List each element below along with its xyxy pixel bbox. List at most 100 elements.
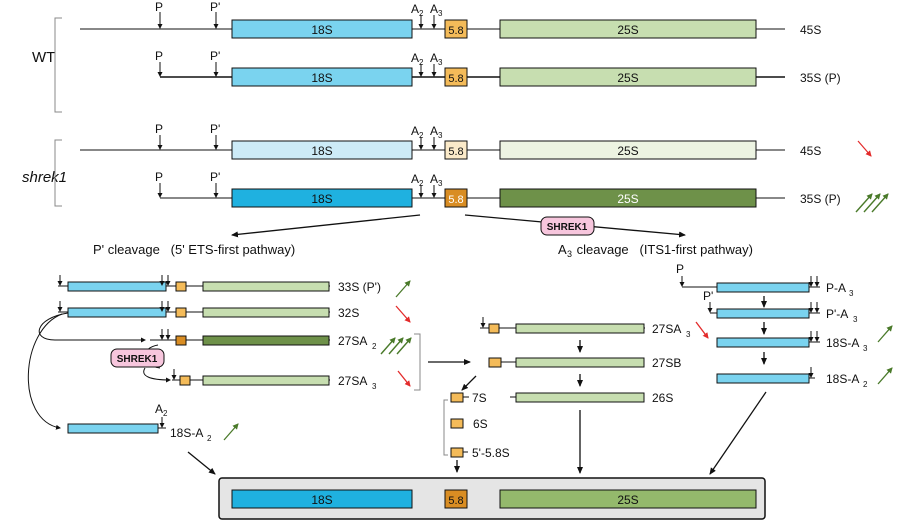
intermediate-18s-a3 bbox=[716, 331, 820, 348]
decrease-arrow-icon bbox=[695, 321, 709, 339]
label-27sa3-left: 27SA bbox=[338, 374, 367, 388]
site-a2-label: A bbox=[411, 172, 419, 186]
rrna-58s-box bbox=[444, 67, 468, 87]
rrna-18s-label: 18S bbox=[311, 144, 332, 158]
label-7s: 7S bbox=[472, 391, 487, 405]
rrna-58s-label: 5.8 bbox=[448, 73, 463, 85]
shrek1-small-badge-label: SHREK1 bbox=[117, 354, 158, 365]
branch-curve bbox=[27, 313, 63, 430]
increase-arrow-icon bbox=[395, 280, 411, 298]
label-33s: 33S (P') bbox=[338, 280, 381, 294]
site-a3-label: A bbox=[430, 51, 438, 65]
intermediate-33s bbox=[57, 275, 330, 292]
rrna-18s-label: 18S bbox=[311, 192, 332, 206]
mutant-35s-transcript: 18S 5.8 25S P P' A 2 A 3 bbox=[155, 170, 785, 208]
intermediate-27sb bbox=[488, 357, 645, 368]
label-27sb: 27SB bbox=[652, 356, 681, 370]
site-p-label: P bbox=[155, 122, 163, 136]
flow-arrow bbox=[187, 451, 216, 475]
mature-25s-label: 25S bbox=[617, 493, 638, 507]
site-a2-sub: 2 bbox=[419, 58, 424, 67]
rrna-58s-label: 5.8 bbox=[448, 25, 463, 37]
label-18s-a2-left: 18S-A bbox=[170, 426, 203, 440]
label-27sa2-sub: 2 bbox=[372, 342, 377, 351]
label-26s: 26S bbox=[652, 391, 673, 405]
branch-curve bbox=[143, 367, 171, 383]
mature-58s-box bbox=[444, 489, 468, 509]
label-right-pprime: P' bbox=[703, 289, 713, 303]
rrna-18s-box bbox=[231, 188, 413, 208]
site-a2-sub: 2 bbox=[419, 9, 424, 18]
rrna-25s-box bbox=[499, 188, 757, 208]
site-a2-label: A bbox=[411, 51, 419, 65]
mature-58s-label: 5.8 bbox=[448, 495, 463, 507]
wt-45s-transcript: 18S 5.8 25S P P' A 2 A 3 bbox=[80, 0, 785, 39]
pathway-right-title-a: A bbox=[558, 242, 567, 257]
decrease-arrow-icon bbox=[395, 305, 411, 323]
rrna-58s-label: 5.8 bbox=[448, 194, 463, 206]
intermediate-32s bbox=[57, 301, 330, 318]
mutant-45s-transcript: 18S 5.8 25S P P' A 2 A 3 bbox=[80, 122, 785, 160]
increase-arrow-icon bbox=[223, 423, 239, 441]
rrna-25s-label: 25S bbox=[617, 71, 638, 85]
intermediate-7s bbox=[450, 392, 469, 403]
site-a2-label: A bbox=[411, 2, 419, 16]
wt-35s-transcript: 18S 5.8 25S P P' A 2 A 3 bbox=[155, 49, 785, 87]
increase-arrow-icon bbox=[877, 325, 893, 343]
label-6s: 6S bbox=[473, 417, 488, 431]
rrna-25s-box bbox=[499, 140, 757, 160]
mutant-label: shrek1 bbox=[22, 169, 67, 186]
rrna-18s-box bbox=[231, 67, 413, 87]
intermediate-p-a3 bbox=[682, 276, 820, 293]
label-18s-a3-sub: 3 bbox=[863, 344, 868, 353]
wt-35s-name: 35S (P) bbox=[800, 71, 841, 85]
intermediate-pprime-a3 bbox=[710, 302, 820, 319]
rrna-18s-label: 18S bbox=[311, 71, 332, 85]
pathway-right-title-rest: cleavage (ITS1-first pathway) bbox=[573, 242, 753, 257]
label-18s-a2-right-sub: 2 bbox=[863, 380, 868, 389]
label-18s-a3: 18S-A bbox=[826, 336, 859, 350]
pathway-left-arrow bbox=[231, 214, 421, 238]
flow-arrow bbox=[461, 375, 477, 391]
rrna-25s-label: 25S bbox=[617, 23, 638, 37]
label-p-a3: P-A bbox=[826, 281, 846, 295]
site-a3-label: A bbox=[430, 2, 438, 16]
intermediate-18s-a2-left bbox=[67, 417, 166, 434]
rrna-58s-box bbox=[444, 188, 468, 208]
site-p-label: P bbox=[155, 170, 163, 184]
label-5-58s: 5'-5.8S bbox=[472, 446, 510, 460]
label-18s-a2-left-sub: 2 bbox=[207, 434, 212, 443]
label-pprime-a3: P'-A bbox=[826, 307, 848, 321]
site-a3-label: A bbox=[430, 172, 438, 186]
site-a3-sub: 3 bbox=[438, 179, 443, 188]
label-a2-site-sub: 2 bbox=[163, 409, 168, 418]
intermediate-5-58s bbox=[450, 447, 468, 458]
mature-25s-box bbox=[499, 489, 757, 509]
increase-arrow-icon bbox=[877, 367, 893, 385]
label-27sa3-middle: 27SA bbox=[652, 322, 681, 336]
shrek1-badge-label: SHREK1 bbox=[547, 222, 588, 233]
shrek1-small-badge bbox=[110, 348, 165, 368]
rrna-18s-box bbox=[231, 19, 413, 39]
site-pprime-label: P' bbox=[210, 170, 220, 184]
label-p-a3-sub: 3 bbox=[849, 289, 854, 298]
rrna-25s-label: 25S bbox=[617, 144, 638, 158]
rrna-25s-box bbox=[499, 67, 757, 87]
site-p-label: P bbox=[155, 49, 163, 63]
label-32s: 32S bbox=[338, 306, 359, 320]
site-a3-sub: 3 bbox=[438, 131, 443, 140]
rrna-58s-label: 5.8 bbox=[448, 146, 463, 158]
site-a3-sub: 3 bbox=[438, 58, 443, 67]
site-a2-sub: 2 bbox=[419, 131, 424, 140]
triple-increase-arrow-icon bbox=[380, 337, 412, 355]
decrease-arrow-icon bbox=[397, 370, 411, 387]
group-bracket bbox=[414, 333, 421, 391]
label-pprime-a3-sub: 3 bbox=[853, 315, 858, 324]
mutant-45s-name: 45S bbox=[800, 144, 821, 158]
intermediate-27sa2 bbox=[150, 329, 330, 346]
flow-arrow bbox=[709, 391, 767, 475]
intermediate-26s bbox=[510, 392, 645, 403]
pathway-right-title-sub: 3 bbox=[567, 249, 572, 259]
rrna-18s-label: 18S bbox=[311, 23, 332, 37]
